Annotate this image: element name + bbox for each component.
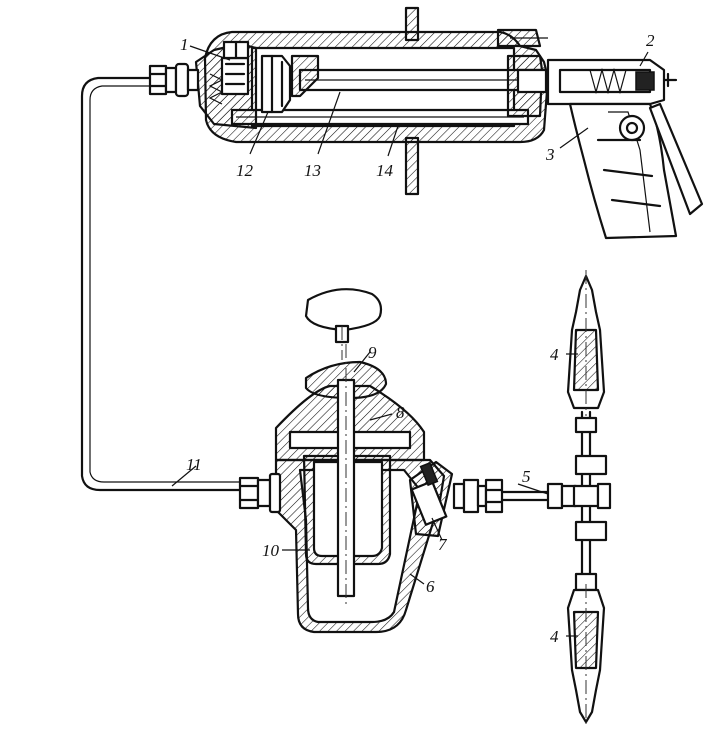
label-13: 13: [304, 161, 321, 180]
valve-12: [260, 54, 292, 114]
tank-knob-exploded: [304, 288, 383, 360]
label-8: 8: [396, 403, 405, 422]
label-5: 5: [522, 467, 531, 486]
gun-hose-nut: [148, 62, 200, 98]
label-10: 10: [262, 541, 280, 560]
leader-lines: [171, 45, 649, 637]
distribution-pipe: [500, 410, 612, 592]
label-14: 14: [376, 161, 394, 180]
label-2: 2: [646, 31, 655, 50]
tank-right-fitting: [452, 478, 504, 514]
label-4-bottom: 4: [550, 627, 559, 646]
spray-gun: [148, 6, 704, 240]
label-1: 1: [180, 35, 189, 54]
pressure-tank: [238, 288, 504, 634]
trigger-lever: [648, 102, 704, 216]
label-11: 11: [186, 455, 202, 474]
side-fitting-7: [408, 460, 454, 538]
label-9: 9: [368, 343, 377, 362]
tank-left-fitting: [238, 472, 282, 514]
nozzle-4-top: [566, 270, 606, 416]
label-4-top: 4: [550, 345, 559, 364]
hose-11: [80, 76, 242, 492]
label-6: 6: [426, 577, 435, 596]
hose-11-inner: [89, 85, 240, 483]
nozzle-4-bottom: [566, 584, 606, 728]
label-3: 3: [545, 145, 555, 164]
label-7: 7: [438, 535, 448, 554]
label-12: 12: [236, 161, 254, 180]
part-labels: 1 2 3 4 5 6 7 8 9 10 11 12 13 14 4: [180, 31, 655, 646]
